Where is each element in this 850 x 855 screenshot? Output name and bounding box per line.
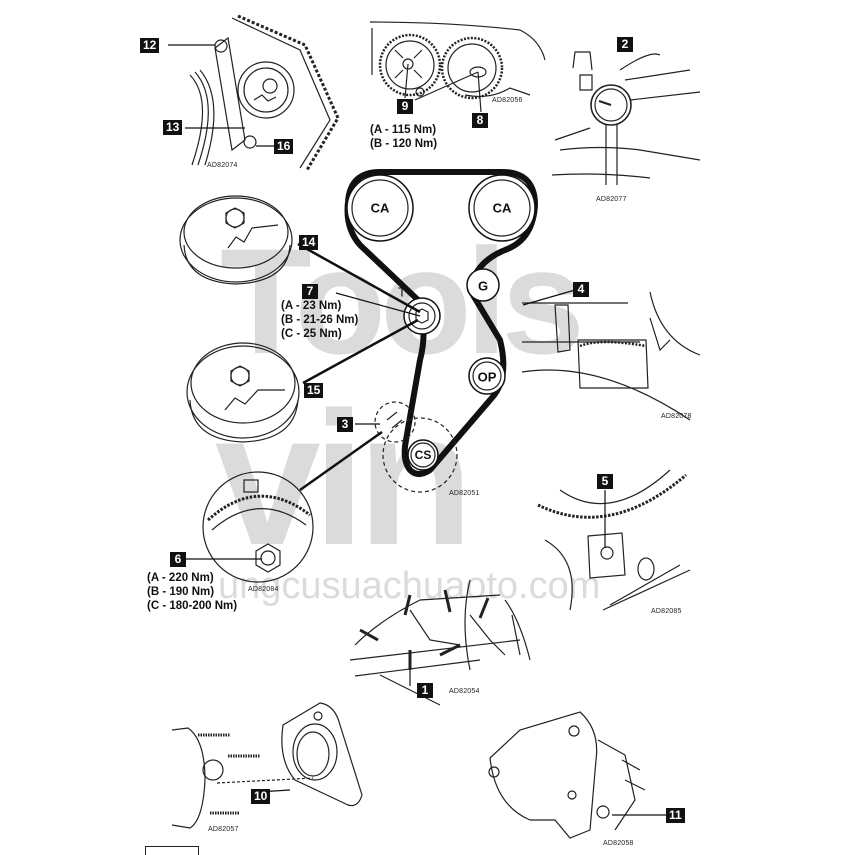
leader-lines [168,44,666,816]
torque-tensioner-c: (C - 25 Nm) [281,328,342,340]
pulley-op-inner [472,361,502,391]
dial-gauge-detail-illustration [551,51,701,185]
pulley-cs-inner [410,442,436,468]
callout-4: 4 [573,282,589,297]
callout-1: 1 [417,683,433,698]
ring-gear-detail-illustration [537,469,691,611]
pulley-14-illustration [179,195,293,285]
pulley-label-ca-left: CA [370,200,390,216]
pulley-label-op: OP [477,369,497,385]
torque-spec-crankshaft: (A - 220 Nm) (B - 190 Nm) (C - 180-200 N… [147,571,237,613]
engine-bay-detail-illustration [349,579,531,706]
cover-detail-illustration [488,711,646,839]
pulley-label-g: G [477,278,489,294]
figure-ref-engine-bay: AD82054 [449,688,480,695]
crank-tool-detail-illustration [171,702,363,829]
figure-ref-ring-gear: AD82085 [651,608,682,615]
figure-ref-camshaft: AD82056 [492,97,523,104]
figure-ref-belt-layout: AD82051 [449,490,480,497]
torque-spec-tensioner: (A - 23 Nm) (B - 21-26 Nm) (C - 25 Nm) [281,299,358,341]
callout-6: 6 [170,552,186,567]
callout-2: 2 [617,37,633,52]
figure-ref-crank-tool: AD82057 [208,826,239,833]
callout-9: 9 [397,99,413,114]
callout-3: 3 [337,417,353,432]
callout-14: 14 [299,235,319,250]
pulley-label-t: T [398,284,406,300]
figure-ref-crank-pulley: AD82084 [248,586,279,593]
callout-10: 10 [251,789,271,804]
figure-ref-flywheel-lock: AD82078 [661,413,692,420]
torque-tensioner-a: (A - 23 Nm) [281,300,342,312]
torque-camshaft-b: (B - 120 Nm) [370,138,438,150]
torque-crankshaft-a: (A - 220 Nm) [147,572,214,584]
pulley-ca-left-inner [351,179,409,237]
callout-15: 15 [304,383,324,398]
callout-8: 8 [472,113,488,128]
pulley-op [468,357,506,395]
torque-crankshaft-c: (C - 180-200 Nm) [147,600,238,612]
crank-pulley-detail-illustration [202,471,314,583]
callout-7: 7 [302,284,318,299]
callout-12: 12 [140,38,160,53]
timing-mark [386,411,403,429]
figure-ref-cover: AD82058 [603,840,634,847]
callout-13: 13 [163,120,183,135]
torque-crankshaft-b: (B - 190 Nm) [147,586,215,598]
pulley-t-bolt [415,308,429,324]
pulley-ca-left [346,174,414,242]
pulley-label-cs: CS [414,448,432,462]
pulley-15-illustration [186,342,300,443]
figure-ref-tensioner: AD82074 [207,162,238,169]
callout-5: 5 [597,474,613,489]
crank-detail-circle [382,417,458,493]
pulley-cs [407,439,439,471]
torque-camshaft-a: (A - 115 Nm) [370,124,437,136]
tensioner-detail-illustration [189,14,340,171]
callout-11: 11 [666,808,685,823]
page-corner-box [145,846,199,855]
timing-mark-detail-circle [374,401,416,443]
camshaft-detail-illustration [369,21,546,113]
pulley-ca-right [468,174,536,242]
torque-tensioner-b: (B - 21-26 Nm) [281,314,359,326]
pulley-label-ca-right: CA [492,200,512,216]
callout-16: 16 [274,139,294,154]
figure-ref-dial-gauge: AD82077 [596,196,627,203]
pulley-t-inner [408,302,436,330]
flywheel-lock-detail-illustration [521,291,701,421]
pulley-ca-right-inner [473,179,531,237]
pulley-g [466,268,500,302]
torque-spec-camshaft: (A - 115 Nm) (B - 120 Nm) [370,123,437,151]
